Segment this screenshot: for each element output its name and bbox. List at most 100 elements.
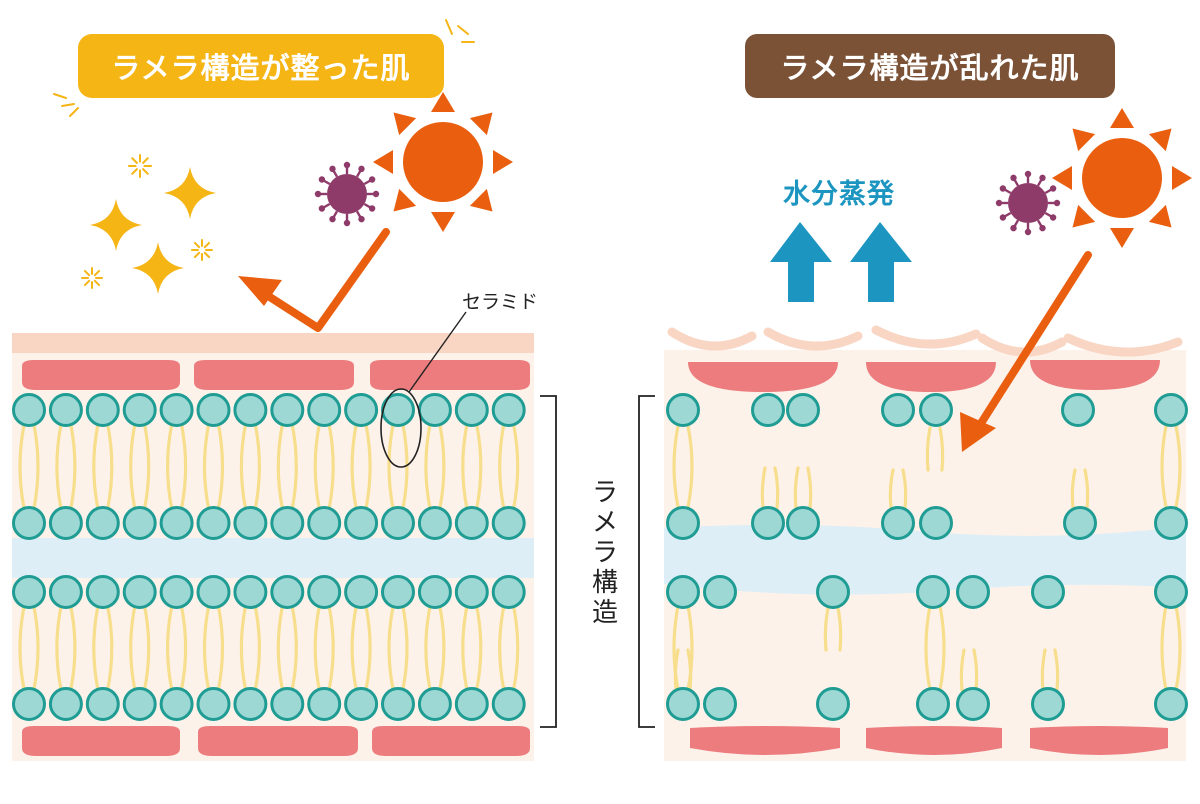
ceramide-head xyxy=(919,506,953,540)
sun-disc xyxy=(403,122,483,202)
ceramide-head xyxy=(48,393,83,427)
sparkle-burst-icon xyxy=(191,239,213,261)
virus-spike-tip xyxy=(343,219,351,227)
ceramide-head xyxy=(703,687,737,721)
ceramide-head xyxy=(12,687,46,721)
lipid-tail xyxy=(1174,604,1182,692)
bracket-icon xyxy=(638,395,655,728)
lipid-tail xyxy=(461,605,469,691)
ceramide-head xyxy=(270,575,305,609)
sun-ray xyxy=(393,112,417,136)
lipid-tail xyxy=(938,426,945,472)
ceramide-head xyxy=(454,393,489,427)
sun-ray xyxy=(1110,108,1134,128)
broken-surface-flake xyxy=(1063,333,1183,357)
skin-surface-layer xyxy=(12,333,534,353)
lipid-tail xyxy=(760,466,767,510)
ceramide-head xyxy=(307,506,342,540)
ceramide-head xyxy=(159,393,194,427)
ceramide-head xyxy=(1154,687,1188,721)
lipid-tail xyxy=(276,605,284,691)
corneocyte xyxy=(866,726,1002,755)
sun-ray xyxy=(1110,228,1134,248)
lipid-tail xyxy=(1070,468,1077,510)
sparkle-icon xyxy=(164,167,216,219)
ceramide-head xyxy=(159,575,194,609)
ceramide-label: セラミド xyxy=(462,291,539,313)
lipid-tail xyxy=(806,466,813,510)
lipid-tail xyxy=(290,605,298,691)
sun-ray xyxy=(469,188,493,212)
lipid-tail xyxy=(387,605,395,691)
accent-tick xyxy=(53,93,67,99)
virus-spike-tip xyxy=(1010,224,1017,232)
ceramide-head xyxy=(381,575,415,609)
ceramide-head xyxy=(48,506,83,540)
corneocyte xyxy=(372,726,530,756)
lipid-tail xyxy=(313,605,321,691)
sparkle-icon xyxy=(90,199,142,251)
lipid-tail xyxy=(216,423,225,510)
ceramide-head xyxy=(956,575,990,609)
ceramide-head xyxy=(786,393,820,427)
ceramide-head xyxy=(233,575,268,609)
ceramide-head xyxy=(233,393,268,427)
lamella-structure-label: ラメラ構造 xyxy=(591,478,618,628)
burst-ray xyxy=(93,279,101,287)
ceramide-head xyxy=(85,393,120,427)
ceramide-head xyxy=(233,687,268,721)
lipid-tail xyxy=(350,423,358,510)
corneocyte xyxy=(688,362,838,392)
burst-ray xyxy=(193,241,201,249)
lipid-tail xyxy=(55,423,63,510)
ceramide-head xyxy=(159,506,194,540)
ceramide-head xyxy=(666,575,700,609)
lipid-tail xyxy=(290,423,298,510)
sun-ray xyxy=(1052,166,1072,190)
ceramide-head xyxy=(1061,393,1095,427)
ceramide-head xyxy=(916,575,950,609)
lipid-tail xyxy=(512,423,520,510)
ceramide-head xyxy=(381,687,415,721)
lipid-tail xyxy=(350,605,358,691)
sun-ray xyxy=(373,150,393,174)
ceramide-head xyxy=(85,575,120,609)
sparkle-burst-icon xyxy=(128,154,152,178)
sun-ray xyxy=(493,150,513,174)
lipid-tail xyxy=(773,466,780,510)
burst-ray xyxy=(193,251,201,259)
virus-spike-tip xyxy=(318,205,326,212)
lipid-tail xyxy=(1053,648,1060,692)
ceramide-head xyxy=(916,687,950,721)
lipid-tail xyxy=(32,605,40,691)
lipid-tail xyxy=(438,605,446,691)
ceramide-highlight-ellipse xyxy=(380,388,422,468)
lipid-tail xyxy=(925,426,932,472)
healthy-skin-title-badge: ラメラ構造が整った肌 xyxy=(78,34,444,98)
sun-ray xyxy=(1072,204,1096,228)
lipid-tail xyxy=(166,423,174,510)
virus-icon xyxy=(995,170,1061,236)
accent-tick xyxy=(69,107,79,117)
sparkle-icon xyxy=(132,242,184,294)
ceramide-head xyxy=(270,506,305,540)
lipid-tail xyxy=(32,423,40,510)
accent-tick xyxy=(457,25,469,35)
virus-spike-tip xyxy=(1039,224,1046,232)
virus-spike-tip xyxy=(318,176,326,183)
ceramide-head xyxy=(122,393,157,427)
ceramide-head xyxy=(307,393,342,427)
lipid-tail xyxy=(387,423,395,510)
lipid-tail xyxy=(972,648,979,692)
ceramide-head xyxy=(751,393,785,427)
ceramide-head xyxy=(122,575,157,609)
lipid-tail xyxy=(364,423,372,510)
ceramide-head xyxy=(344,506,379,540)
ceramide-head xyxy=(751,506,785,540)
lipid-tail xyxy=(92,605,100,691)
ceramide-head xyxy=(956,687,990,721)
lipid-tail xyxy=(401,423,409,510)
lipid-tail xyxy=(69,605,77,691)
ceramide-head xyxy=(1031,575,1065,609)
lipid-tail xyxy=(1040,648,1047,692)
